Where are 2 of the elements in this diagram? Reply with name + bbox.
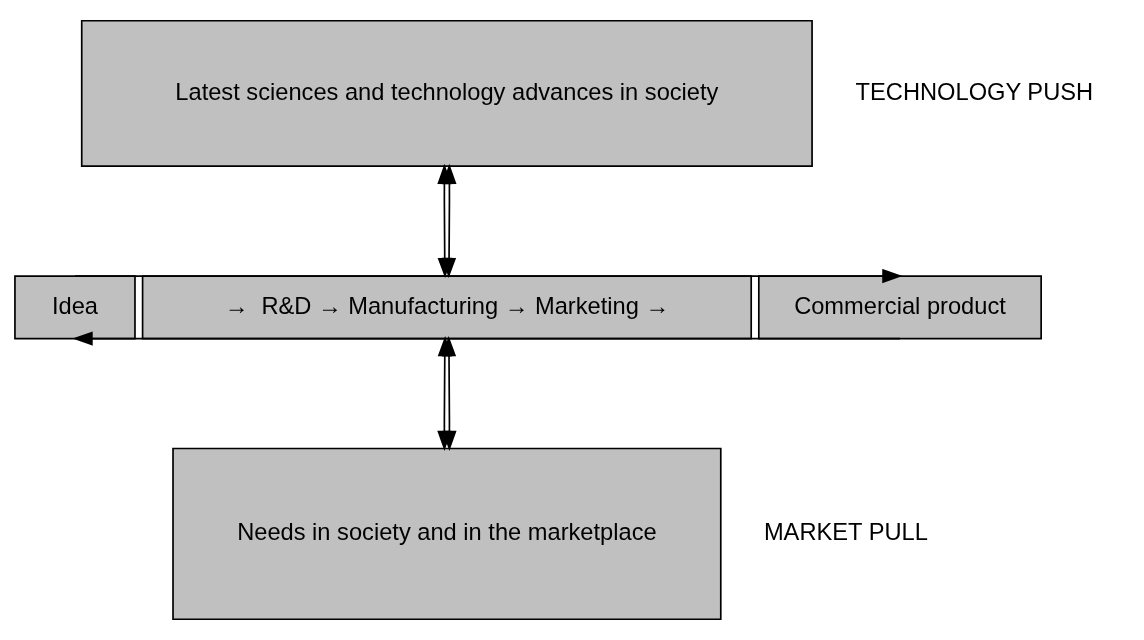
label: TECHNOLOGY PUSH [855, 78, 1094, 105]
label: MARKET PULL [763, 519, 928, 546]
